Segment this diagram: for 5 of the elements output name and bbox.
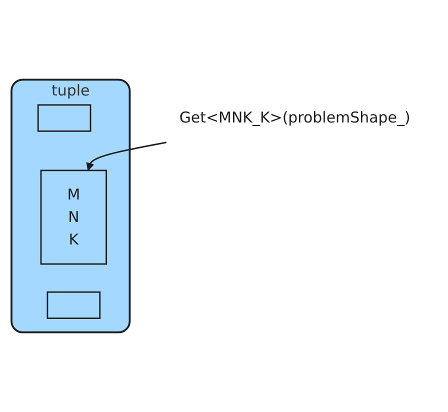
node-text: Get<MNK_K>(problemShape_) <box>179 108 410 126</box>
node-box: M N K <box>40 170 108 265</box>
node-box <box>46 291 101 319</box>
arrow <box>86 142 167 171</box>
node-box <box>37 104 92 132</box>
